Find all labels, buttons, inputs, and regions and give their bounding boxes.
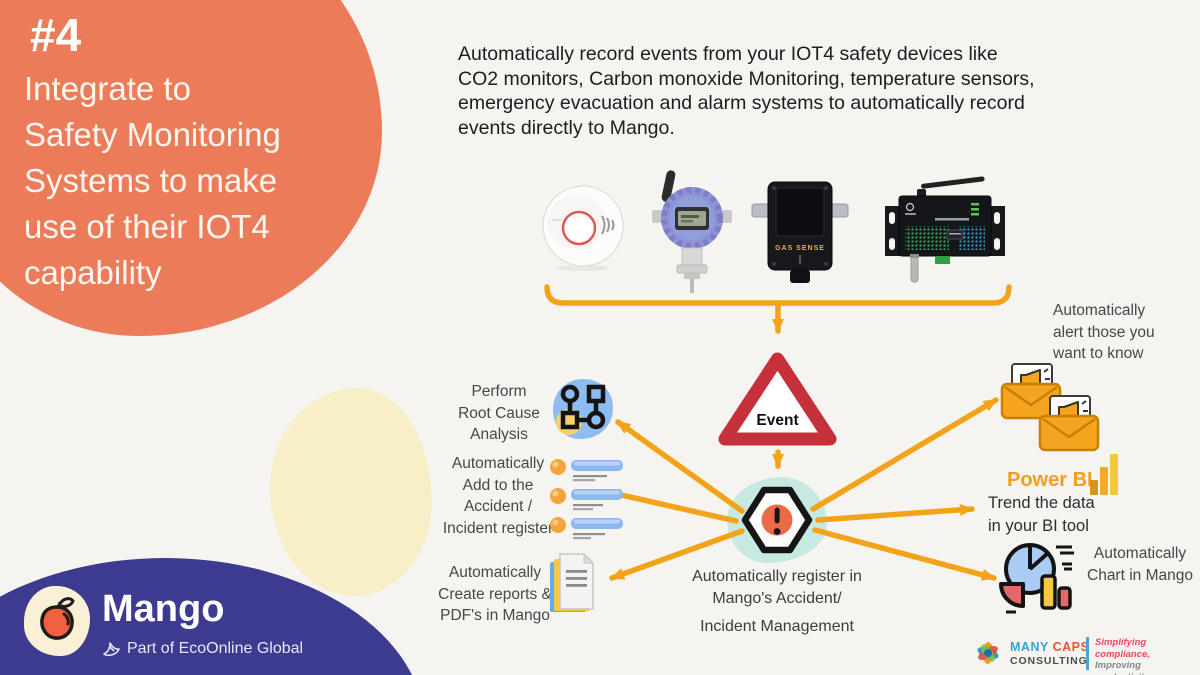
temperature-transmitter-photo [652,170,732,293]
mango-subtitle-text: Part of EcoOnline Global [127,640,304,657]
title-line: use of their IOT4 [24,208,270,245]
caption-line: Automatically [1093,545,1187,562]
caption-line: Accident / [463,498,533,515]
caption-line: Perform [471,383,527,400]
caption-line: want to know [1053,345,1144,362]
caption-line: Incident register [442,519,554,537]
gas-sensor-photo: GAS SENSE [751,181,849,283]
pale-yellow-blob-shape [270,388,432,596]
alert-envelopes-icon [1000,363,1100,452]
event-warning-triangle: Event [718,352,837,446]
reports-caption: Automatically Create reports & PDF's in … [422,562,568,627]
intro-line: events directly to Mango. [458,116,675,139]
arrow-to-powerbi [815,503,975,523]
tagline-line: Simplifying compliance, [1095,637,1150,660]
register-list-icon [550,459,623,540]
intro-line: emergency evacuation and alarm systems t… [458,92,1025,114]
title-line: Integrate to [24,70,191,107]
gas-sensor-label: GAS SENSE [775,245,825,252]
title-line: capability [24,254,162,291]
alert-caption: Automatically alert those you want to kn… [1053,300,1173,365]
caption-line: Create reports & [438,585,552,603]
manycaps-tagline: Simplifying compliance, Improving produc… [1095,637,1200,675]
pie-bar-chart-icon [999,543,1074,614]
intro-paragraph: Automatically record events from your IO… [458,42,1138,140]
mango-subtitle: Part of EcoOnline Global [102,640,303,658]
mango-wordmark: Mango [102,588,225,630]
mango-fruit-icon [40,597,75,640]
slide-title: Integrate to Safety Monitoring Systems t… [24,66,374,296]
caption-line: PDF's in Mango [440,607,550,624]
caption-line: Automatically [448,564,542,581]
caption-line: Automatically [1053,302,1146,319]
title-line: Systems to make [24,162,278,199]
caption-line: Incident Management [700,618,854,635]
iot-gateway-photo [885,176,1005,283]
caption-line: Add to the [462,476,534,494]
manycaps-divider [1086,637,1089,670]
bird-icon [103,641,120,656]
tagline-line: Improving productivity. [1095,660,1152,675]
caption-line: in your BI tool [988,517,1089,535]
arrow-to-alerts [810,397,999,512]
manycaps-wordmark: MANY CAPS [1010,640,1089,654]
manycaps-word-caps: CAPS [1052,640,1090,654]
intro-line: CO2 monitors, Carbon monoxide Monitoring… [458,67,1035,90]
caption-line: Trend the data [988,494,1095,512]
smoke-detector-photo [542,185,624,271]
register-caption: Automatically Add to the Accident / Inci… [428,453,568,539]
powerbi-label: Power BI [1007,469,1093,491]
manycaps-consulting-text: CONSULTING [1010,655,1088,667]
root-cause-caption: Perform Root Cause Analysis [443,381,555,446]
intro-line: Automatically record events from your IO… [458,43,998,65]
caption-line: alert those you [1053,323,1155,341]
caption-line: Chart in Mango [1087,566,1193,584]
event-label: Event [756,412,798,429]
register-in-mango-caption: Automatically register in Mango's Accide… [688,566,866,638]
slide-number-badge: #4 [30,9,82,61]
caption-line: Mango's Accident/ [712,590,842,607]
title-line: Safety Monitoring [24,116,281,153]
manycaps-swirl-icon [977,642,999,664]
powerbi-caption: Trend the data in your BI tool [988,492,1095,538]
caption-line: Automatically [451,455,545,472]
node-diagram-icon [553,379,613,439]
caption-line: Automatically register in [692,568,862,585]
chart-caption: Automatically Chart in Mango [1078,543,1200,586]
caption-line: Analysis [470,426,528,443]
incident-alert-hexagon-icon [741,486,813,554]
powerbi-bars-icon [1090,454,1118,495]
manycaps-word-many: MANY [1010,640,1049,654]
caption-line: Root Cause [458,404,540,422]
documents-icon [550,553,595,612]
